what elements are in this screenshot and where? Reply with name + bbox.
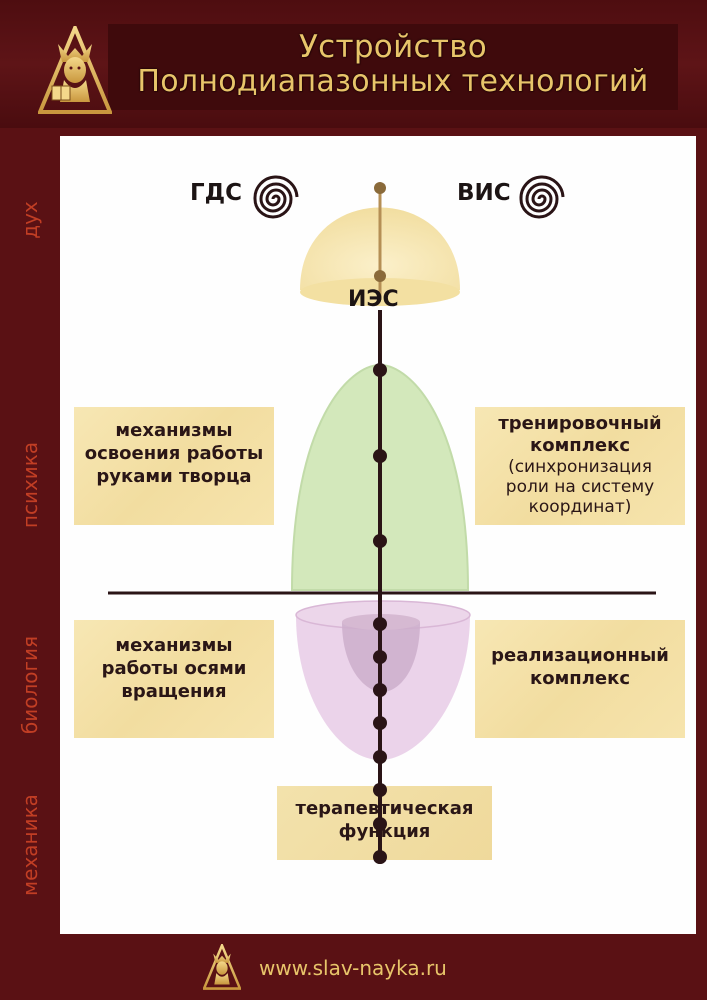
box-line: освоения работы (84, 443, 264, 464)
axis-node (373, 449, 387, 463)
box-line: комплекс (529, 668, 630, 689)
wizard-logo-icon (203, 944, 241, 990)
header: Устройство Полнодиапазонных технологий (0, 0, 707, 128)
axis-node (373, 650, 387, 664)
label-ies: ИЭС (348, 287, 399, 312)
box-line: роли на систему (505, 477, 655, 497)
title-band (108, 24, 678, 110)
box-line: комплекс (529, 435, 630, 456)
level-strip (0, 128, 60, 936)
box-realization-complex: реализационный комплекс (475, 620, 685, 738)
box-creator-hands: механизмы освоения работы руками творца (74, 407, 274, 525)
box-line: механизмы (115, 635, 233, 656)
axis-node (373, 750, 387, 764)
footer (0, 936, 707, 1000)
box-rotation-axes: механизмы работы осями вращения (74, 620, 274, 738)
spiral-icon (253, 175, 299, 219)
axis-node (373, 534, 387, 548)
box-training-complex: тренировочный комплекс (синхронизация ро… (475, 407, 685, 525)
axis-node (373, 716, 387, 730)
box-line: вращения (121, 681, 227, 702)
spiral-icon (519, 175, 565, 219)
box-line: работы осями (101, 658, 247, 679)
label-gds: ГДС (190, 180, 243, 206)
box-line: терапевтическая (295, 798, 474, 819)
box-line: (синхронизация (508, 457, 652, 477)
axis-node (374, 270, 386, 282)
wizard-logo-icon (38, 26, 112, 114)
label-vis: ВИС (457, 180, 511, 206)
box-line: функция (338, 821, 431, 842)
title-line-1: Устройство (298, 29, 488, 65)
box-therapeutic-function: терапевтическая функция (277, 786, 492, 860)
box-line: тренировочный (498, 413, 662, 434)
right-border (696, 128, 707, 936)
box-line: реализационный (491, 645, 669, 666)
box-line: механизмы (115, 420, 233, 441)
box-line: координат) (528, 497, 632, 517)
axis-node (373, 363, 387, 377)
website-link[interactable]: www.slav-nayka.ru (259, 956, 447, 980)
title-line-2: Полнодиапазонных технологий (137, 64, 649, 99)
axis-node (373, 617, 387, 631)
axis-node (373, 683, 387, 697)
box-line: руками творца (96, 466, 252, 487)
axis-node (374, 182, 386, 194)
